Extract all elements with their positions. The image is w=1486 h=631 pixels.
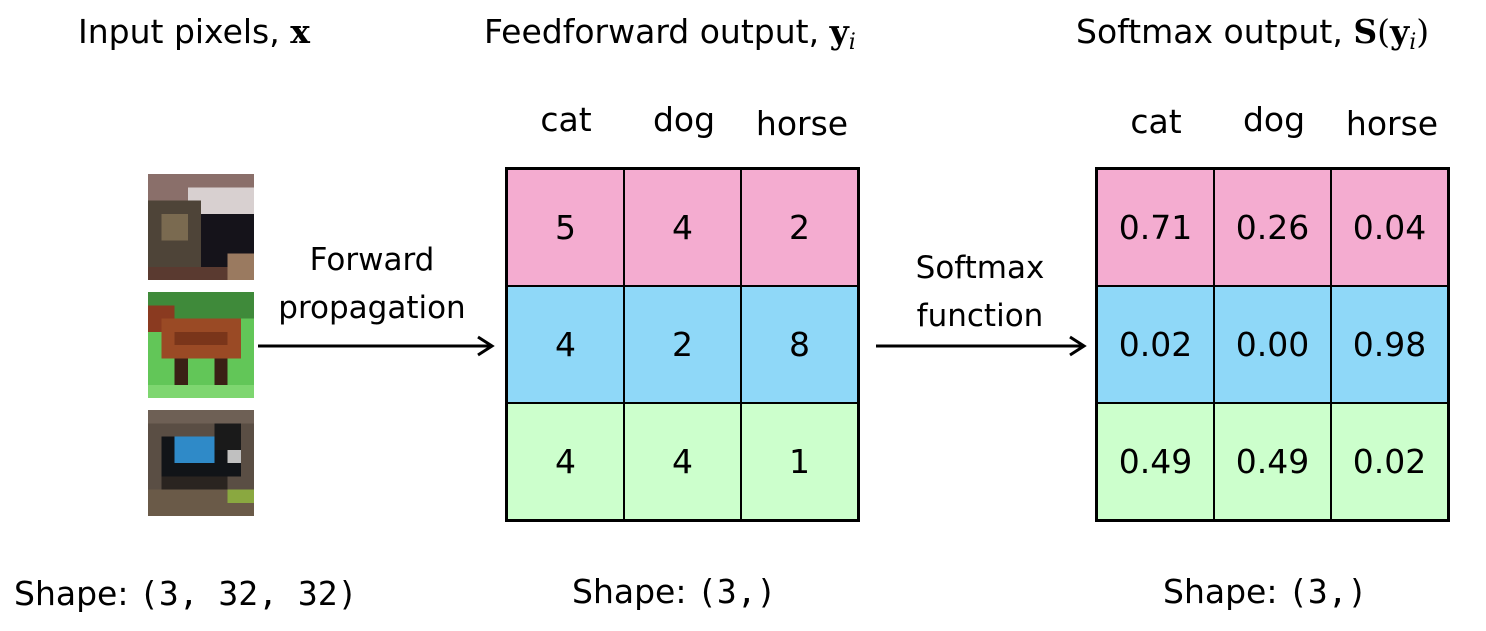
input-variable: x — [290, 12, 310, 51]
horse-image — [148, 292, 254, 398]
sm-cell: 0.98 — [1331, 286, 1448, 403]
feedforward-title: Feedforward output, yi — [484, 12, 856, 55]
feedforward-table: 5 4 2 4 2 8 4 4 1 — [505, 167, 860, 522]
sm-cell: 0.00 — [1214, 286, 1331, 403]
sm-cell: 0.26 — [1214, 169, 1331, 286]
softmax-shape-label: Shape: (3,) — [1163, 572, 1368, 611]
sm-cell: 0.02 — [1097, 286, 1214, 403]
forward-arrow — [258, 335, 495, 357]
sm-header-horse: horse — [1345, 104, 1439, 143]
softmax-function-label: Softmax function — [915, 250, 1045, 334]
forward-propagation-label: Forward propagation — [278, 242, 466, 326]
ff-header-horse: horse — [755, 104, 849, 143]
ff-cell: 2 — [741, 169, 858, 286]
cat-image — [148, 174, 254, 280]
ff-cell: 2 — [624, 286, 741, 403]
dog-image — [148, 410, 254, 516]
ff-cell: 1 — [741, 403, 858, 520]
ff-cell: 8 — [741, 286, 858, 403]
feedforward-variable: y — [829, 12, 849, 51]
ff-cell: 4 — [624, 403, 741, 520]
ff-cell: 4 — [624, 169, 741, 286]
softmax-table: 0.71 0.26 0.04 0.02 0.00 0.98 0.49 0.49 … — [1095, 167, 1450, 522]
ff-cell: 4 — [507, 403, 624, 520]
ff-header-dog: dog — [652, 100, 716, 139]
sm-cell: 0.49 — [1214, 403, 1331, 520]
sm-cell: 0.02 — [1331, 403, 1448, 520]
sm-header-dog: dog — [1242, 100, 1306, 139]
sm-header-cat: cat — [1130, 102, 1182, 141]
sm-cell: 0.49 — [1097, 403, 1214, 520]
feedforward-shape-label: Shape: (3,) — [572, 572, 777, 611]
ff-cell: 5 — [507, 169, 624, 286]
softmax-arrow — [876, 335, 1087, 357]
input-shape-label: Shape: (3, 32, 32) — [14, 574, 358, 613]
sm-cell: 0.04 — [1331, 169, 1448, 286]
sm-cell: 0.71 — [1097, 169, 1214, 286]
softmax-title: Softmax output, S(yi) — [1076, 12, 1430, 55]
input-title: Input pixels, x — [78, 12, 310, 51]
ff-cell: 4 — [507, 286, 624, 403]
ff-header-cat: cat — [540, 100, 592, 139]
